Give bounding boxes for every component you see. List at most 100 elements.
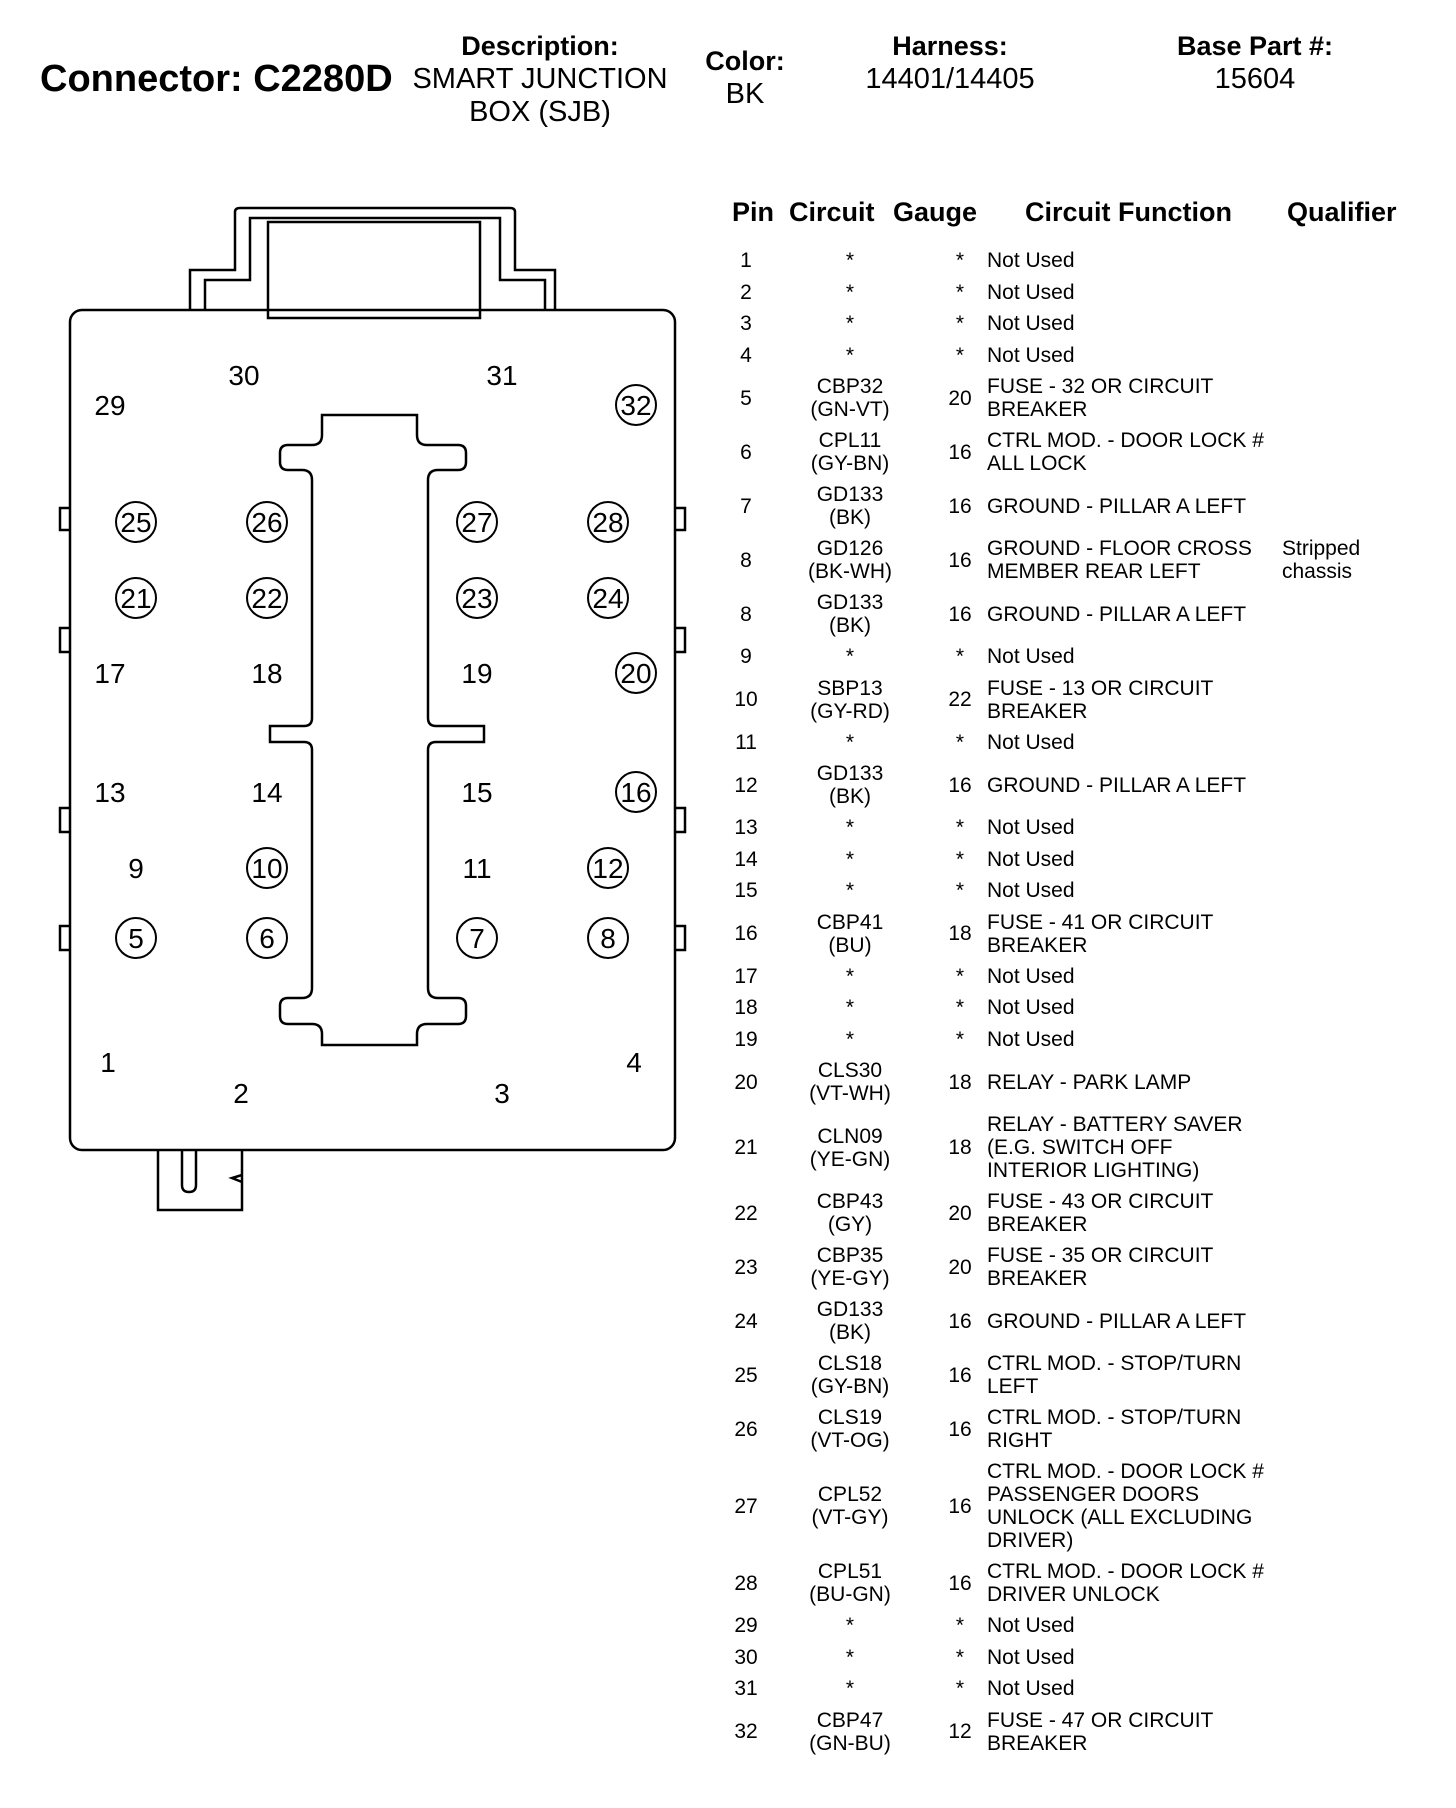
gauge-cell: 16	[948, 1571, 972, 1595]
function-cell: Not Used	[987, 879, 1287, 902]
circuit-cell: GD133(BK)	[780, 591, 920, 637]
diagram-pin-10: 10	[246, 847, 288, 889]
circuit-line: *	[845, 879, 855, 903]
circuit-line: (YE-GY)	[810, 1267, 890, 1290]
pin-circle-marker	[615, 652, 657, 694]
diagram-pin-29: 29	[94, 390, 125, 421]
pin-number: 10	[734, 688, 758, 711]
circuit-cell: *	[780, 312, 920, 335]
pin-number: 15	[734, 879, 758, 903]
circuit-line: CPL11	[818, 429, 882, 452]
circuit-cell: CBP47(GN-BU)	[780, 1709, 920, 1755]
connector-title: Connector: C2280D	[40, 58, 393, 101]
gauge-cell: 16	[948, 494, 972, 518]
pin-number: 14	[734, 847, 758, 871]
diagram-pin-5: 5	[115, 917, 157, 959]
function-line: GROUND - FLOOR CROSS	[987, 537, 1252, 560]
function-line: LEFT	[987, 1375, 1039, 1398]
pin-label: 10	[251, 853, 282, 884]
header-pin: Pin	[732, 197, 775, 227]
table-row: 29**Not Used	[700, 1610, 1420, 1642]
function-line: BREAKER	[987, 699, 1088, 723]
diagram-pin-28: 28	[587, 501, 629, 543]
pin-label: 7	[469, 923, 485, 954]
diagram-pin-8: 8	[587, 917, 629, 959]
header-circuit: Circuit	[789, 197, 875, 227]
function-line: Not Used	[987, 996, 1075, 1020]
gauge-cell: 12	[948, 1720, 972, 1743]
diagram-pin-11: 11	[462, 853, 491, 884]
pin-label: 21	[120, 583, 151, 614]
circuit-line: GD133	[816, 483, 884, 506]
diagram-pin-31: 31	[486, 360, 517, 391]
diagram-pin-23: 23	[456, 577, 498, 619]
function-line: FUSE - 41 OR CIRCUIT	[987, 910, 1214, 934]
function-line: Not Used	[987, 816, 1075, 840]
description-line2: BOX (SJB)	[469, 96, 611, 128]
circuit-cell: GD126(BK-WH)	[780, 537, 920, 583]
gauge-cell: 16	[948, 1309, 972, 1333]
circuit-line: *	[845, 816, 855, 840]
circuit-line: SBP13	[817, 676, 883, 700]
pin-label: 8	[600, 923, 616, 954]
gauge-cell: *	[955, 964, 965, 988]
table-row: 17**Not Used	[700, 961, 1420, 993]
function-line: Not Used	[987, 343, 1075, 367]
header-qualifier: Qualifier	[1287, 197, 1397, 227]
circuit-line: *	[845, 996, 855, 1020]
function-cell: Not Used	[987, 344, 1287, 367]
circuit-cell: *	[780, 731, 920, 754]
function-line: Not Used	[987, 1645, 1075, 1669]
circuit-cell: *	[780, 1677, 920, 1700]
gauge-cell: *	[955, 847, 965, 871]
gauge-cell: *	[955, 645, 965, 669]
pin-circle-marker	[456, 577, 498, 619]
function-line: FUSE - 47 OR CIRCUIT	[987, 1708, 1214, 1732]
table-row: 2**Not Used	[700, 277, 1420, 309]
gauge-cell: 18	[948, 1070, 972, 1094]
circuit-line: GD126	[816, 537, 884, 560]
header-gauge: Gauge	[893, 197, 978, 227]
pin-label: 18	[251, 658, 282, 689]
pin-label: 15	[461, 777, 492, 808]
circuit-cell: *	[780, 848, 920, 871]
circuit-line: CLS18	[817, 1352, 883, 1375]
function-line: CTRL MOD. - DOOR LOCK #	[987, 1460, 1264, 1483]
pin-circle-marker	[456, 917, 498, 959]
circuit-line: (GN-BU)	[809, 1731, 891, 1755]
circuit-line: CPL52	[817, 1483, 883, 1506]
function-line: GROUND - PILLAR A LEFT	[987, 1309, 1247, 1333]
circuit-cell: *	[780, 1646, 920, 1669]
pin-number: 13	[734, 816, 758, 840]
pin-number: 1	[740, 249, 752, 273]
circuit-line: *	[845, 964, 855, 988]
circuit-cell: CBP35(YE-GY)	[780, 1244, 920, 1290]
function-line: ALL LOCK	[987, 452, 1087, 475]
pin-label: 3	[494, 1078, 510, 1109]
diagram-pin-20: 20	[615, 652, 657, 694]
function-line: FUSE - 35 OR CIRCUIT	[987, 1244, 1214, 1267]
diagram-pin-32: 32	[615, 384, 657, 426]
circuit-line: CBP43	[816, 1190, 884, 1213]
table-row: 19**Not Used	[700, 1024, 1420, 1056]
function-cell: Not Used	[987, 848, 1287, 871]
circuit-line: (VT-OG)	[810, 1429, 890, 1452]
function-cell: GROUND - PILLAR A LEFT	[987, 495, 1287, 518]
pin-number: 4	[740, 343, 752, 367]
table-row: 1**Not Used	[700, 245, 1420, 277]
pin-circle-marker	[615, 771, 657, 813]
function-line: BREAKER	[987, 933, 1088, 957]
table-row: 4**Not Used	[700, 340, 1420, 372]
circuit-line: (BU)	[828, 933, 872, 957]
base-part-value: 15604	[1214, 63, 1296, 95]
gauge-cell: 16	[948, 602, 972, 626]
